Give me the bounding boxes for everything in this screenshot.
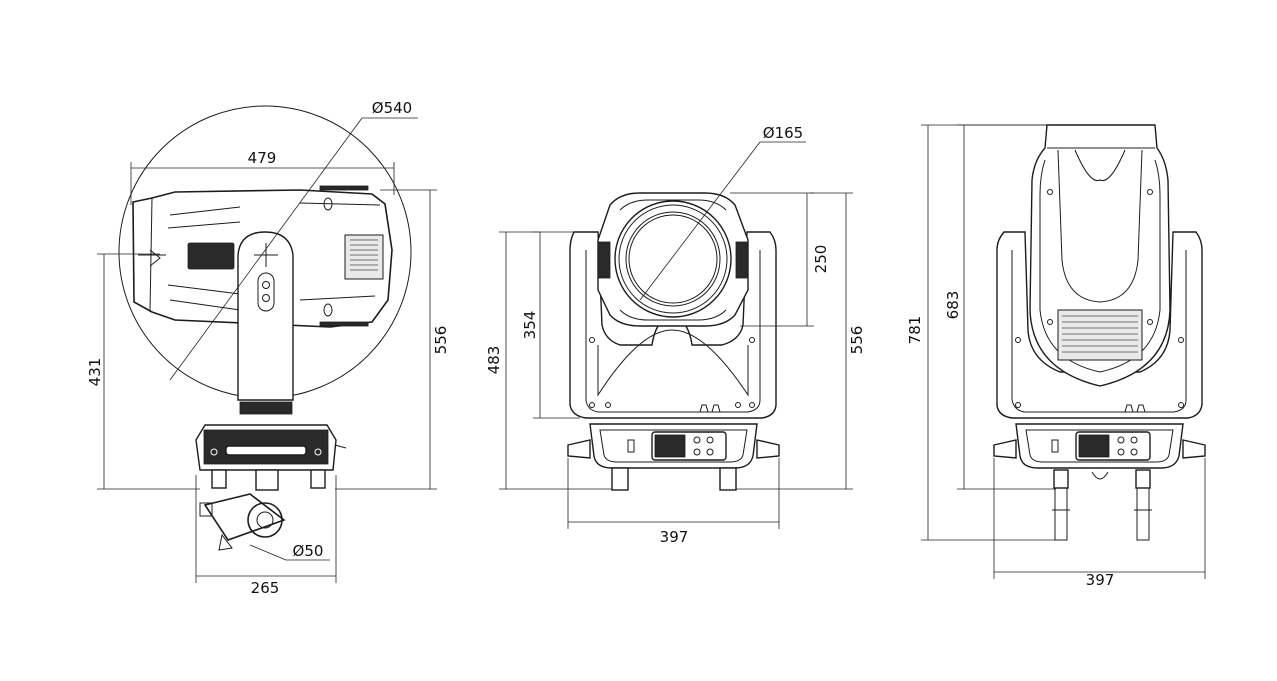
front-head [597, 192, 749, 327]
front-lens-diameter-label: Ø165 [763, 124, 803, 142]
side-yoke-arm [237, 231, 294, 415]
side-clamp-diameter-label: Ø50 [293, 542, 324, 560]
side-view: 479 Ø540 431 556 Ø50 265 [86, 99, 450, 597]
front-head-height-label: 250 [812, 245, 830, 274]
rear-view: 781 683 397 [906, 124, 1206, 589]
rear-yoke [996, 231, 1203, 419]
side-sweep-diameter-label: Ø540 [372, 99, 412, 117]
side-width-label: 479 [248, 149, 277, 167]
front-yoke-height-label: 483 [485, 346, 503, 375]
rear-base-width-label: 397 [1086, 571, 1115, 589]
side-omega-clamp [199, 469, 286, 551]
side-base-depth-label: 265 [251, 579, 280, 597]
rear-total-height-label: 781 [906, 316, 924, 345]
side-total-height-label: 556 [432, 326, 450, 355]
rear-inner-height-label: 683 [944, 291, 962, 320]
side-base [195, 424, 347, 489]
front-view: Ø165 250 556 354 483 397 [485, 124, 866, 546]
front-dimension-lines [499, 141, 853, 529]
front-base-width-label: 397 [660, 528, 689, 546]
side-head [132, 185, 393, 328]
side-tilt-axis-height-label: 431 [86, 358, 104, 387]
front-axis-height-label: 354 [521, 311, 539, 340]
rear-dimension-lines [921, 124, 1206, 579]
rear-head [1029, 124, 1171, 387]
front-total-height-label: 556 [848, 326, 866, 355]
rear-base [993, 404, 1206, 541]
side-dimension-lines [97, 117, 437, 583]
front-base [567, 404, 780, 491]
